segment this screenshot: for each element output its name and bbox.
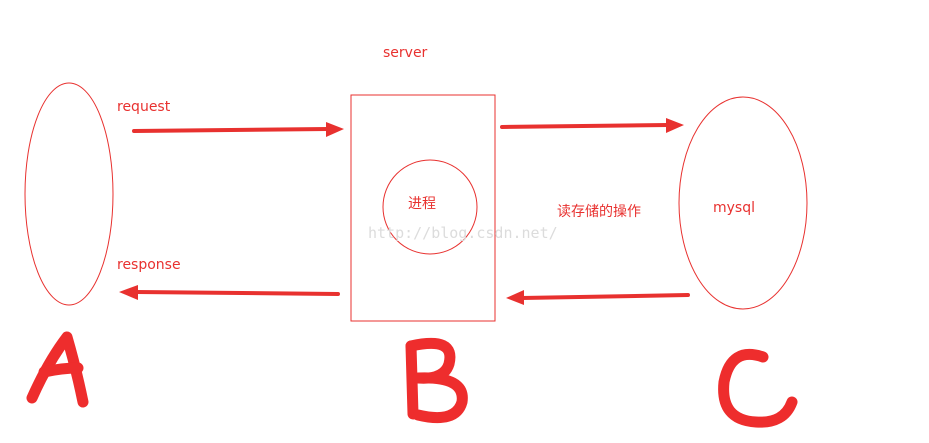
letter-c-handdrawn <box>718 348 798 428</box>
mysql-to-server-arrow <box>506 290 690 305</box>
request-label: request <box>117 99 171 115</box>
letter-a-handdrawn <box>26 331 89 408</box>
response-arrow <box>119 285 340 300</box>
server-box <box>350 94 496 322</box>
response-label: response <box>117 257 181 273</box>
client-ellipse <box>24 82 114 306</box>
watermark-text: http://blog.csdn.net/ <box>368 224 558 242</box>
operation-label: 读存储的操作 <box>557 203 641 220</box>
server-to-mysql-arrow <box>500 118 684 133</box>
server-label: server <box>383 45 428 61</box>
process-circle <box>382 159 478 255</box>
process-label: 进程 <box>408 196 436 212</box>
letter-b-handdrawn <box>405 337 468 424</box>
request-arrow <box>132 122 344 137</box>
mysql-label: mysql <box>713 200 755 216</box>
mysql-ellipse <box>678 96 808 310</box>
